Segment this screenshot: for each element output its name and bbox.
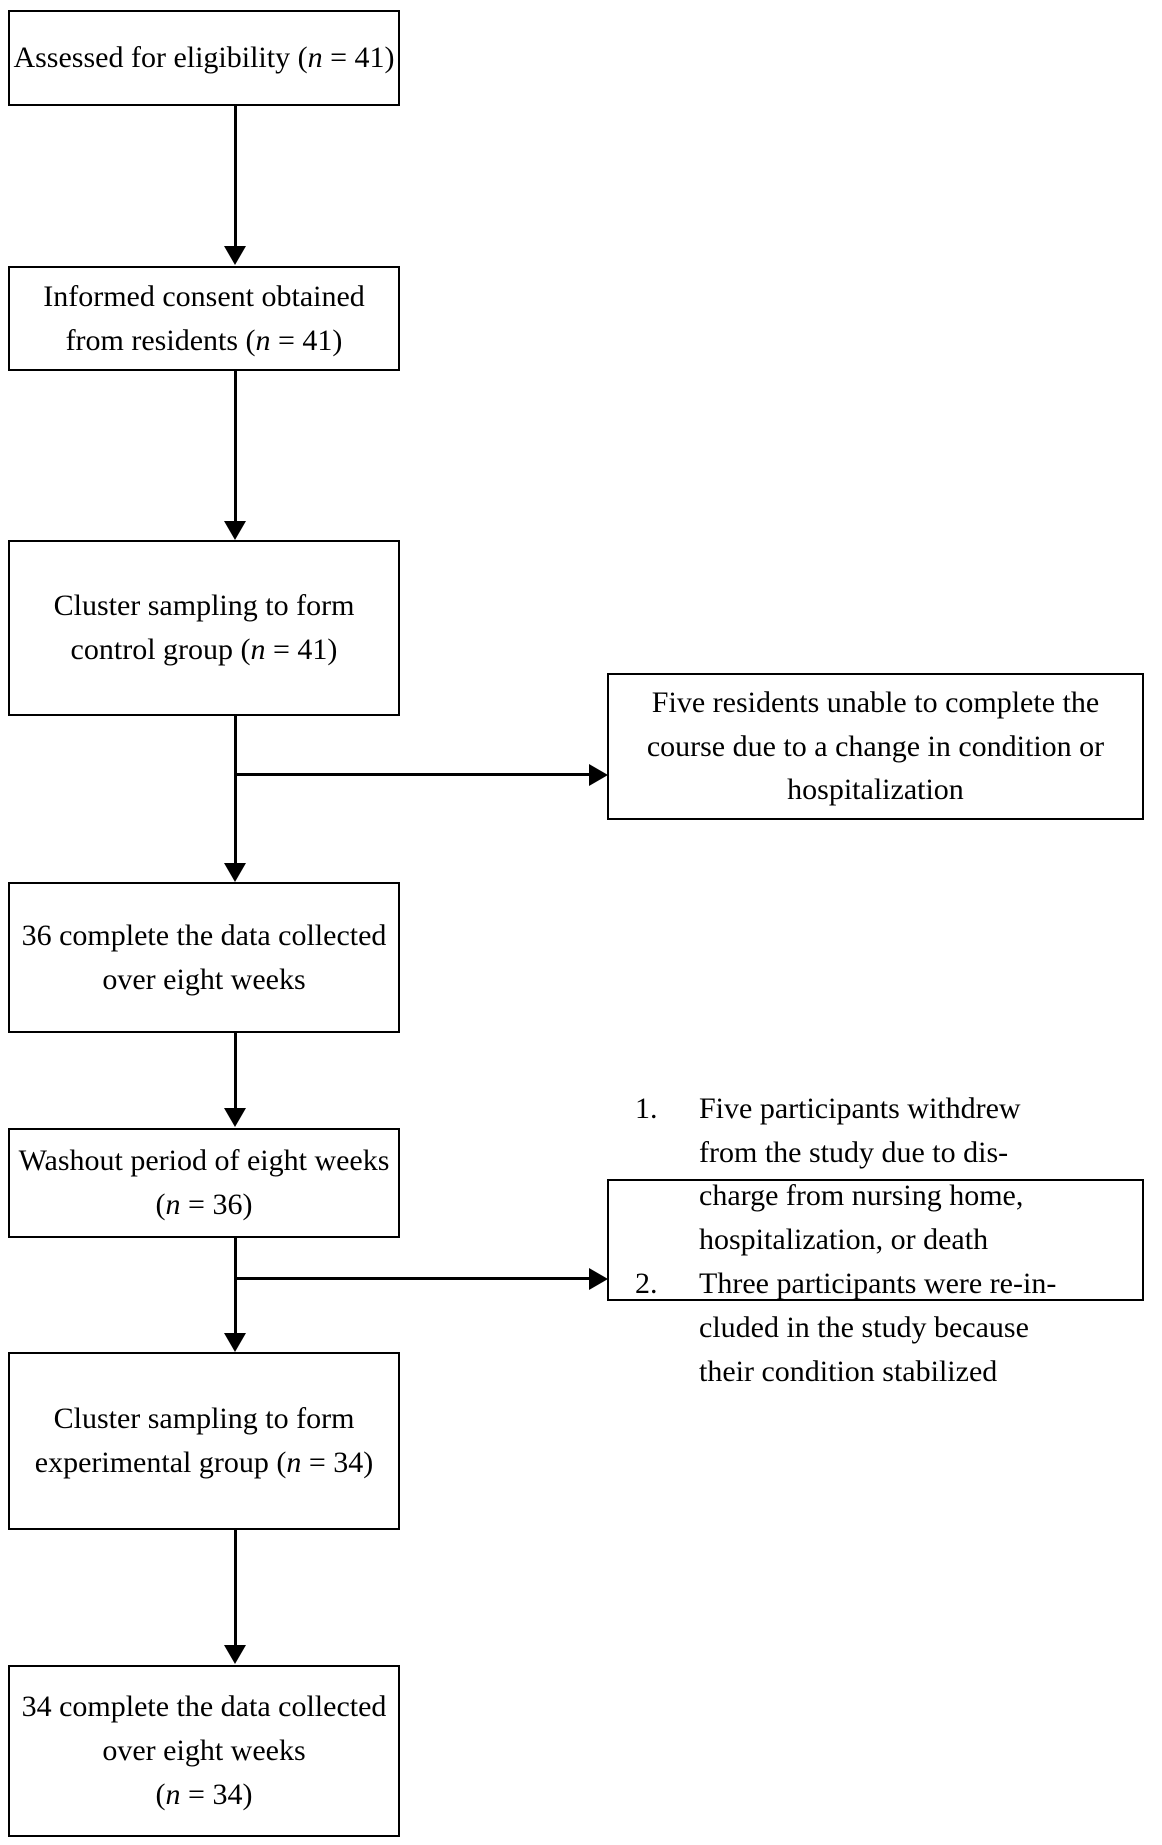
node-cluster-sampling-experimental: Cluster sampling to form experimental gro… (8, 1352, 400, 1530)
arrowhead-right-to-sidenote-dropouts-control (589, 764, 608, 786)
arrowhead-down-to-complete-36 (224, 863, 246, 882)
node-line: experimental group (n = 34) (34, 1446, 374, 1479)
connector-cluster-control-to-sidenote (234, 773, 589, 776)
node-informed-consent: Informed consent obtained from residents … (8, 266, 400, 371)
node-line: Cluster sampling to form (53, 1402, 355, 1436)
list-item-text: Three participants were re-in-cluded in … (699, 1266, 1057, 1388)
list-item-number: 1. (635, 1091, 658, 1125)
sidenote-line: hospitalization (787, 773, 964, 807)
arrowhead-down-to-consent (224, 246, 246, 265)
connector-consent-to-cluster-control (234, 371, 237, 521)
node-line: 34 complete the data collected (21, 1690, 387, 1724)
sidenote-line: course due to a change in condition or (646, 729, 1105, 763)
node-washout-period: Washout period of eight weeks (n = 36) (8, 1128, 400, 1238)
node-complete-36: 36 complete the data collected over eight… (8, 882, 400, 1033)
node-line: from residents (n = 41) (65, 323, 343, 357)
node-line: over eight weeks (102, 962, 306, 996)
node-assessed-for-eligibility: Assessed for eligibility (n = 41) (8, 10, 400, 106)
node-complete-34: 34 complete the data collected over eight… (8, 1665, 400, 1837)
node-line: Assessed for eligibility (n = 41) (13, 41, 395, 75)
node-line: (n = 34) (155, 1777, 253, 1811)
sidenote-dropouts-control: Five residents unable to complete the cou… (607, 673, 1144, 820)
connector-complete36-to-washout (234, 1033, 237, 1108)
arrowhead-down-to-cluster-experimental (224, 1333, 246, 1352)
arrowhead-down-to-cluster-control (224, 521, 246, 540)
node-line: Cluster sampling to form (53, 589, 355, 623)
arrowhead-right-to-sidenote-dropouts-washout (589, 1268, 608, 1290)
arrowhead-down-to-washout (224, 1108, 246, 1127)
sidenote-line: Five residents unable to complete the (651, 685, 1100, 719)
node-line: Informed consent obtained (43, 279, 365, 313)
connector-cluster-control-down (234, 716, 237, 863)
node-cluster-sampling-control: Cluster sampling to form control group (n… (8, 540, 400, 716)
list-item: 2. Three participants were re-in-cluded i… (635, 1262, 1116, 1393)
node-line: control group (n = 41) (70, 633, 338, 666)
node-line: (n = 36) (155, 1188, 253, 1221)
connector-washout-to-sidenote (234, 1277, 589, 1280)
node-line: Washout period of eight weeks (18, 1144, 390, 1178)
node-line: 36 complete the data collected (21, 918, 387, 952)
connector-assessed-to-consent (234, 106, 237, 246)
connector-washout-down (234, 1238, 237, 1343)
node-line: over eight weeks (102, 1734, 306, 1768)
list-item-number: 2. (635, 1266, 658, 1300)
connector-experimental-to-complete34 (234, 1530, 237, 1645)
arrowhead-down-to-complete-34 (224, 1645, 246, 1664)
